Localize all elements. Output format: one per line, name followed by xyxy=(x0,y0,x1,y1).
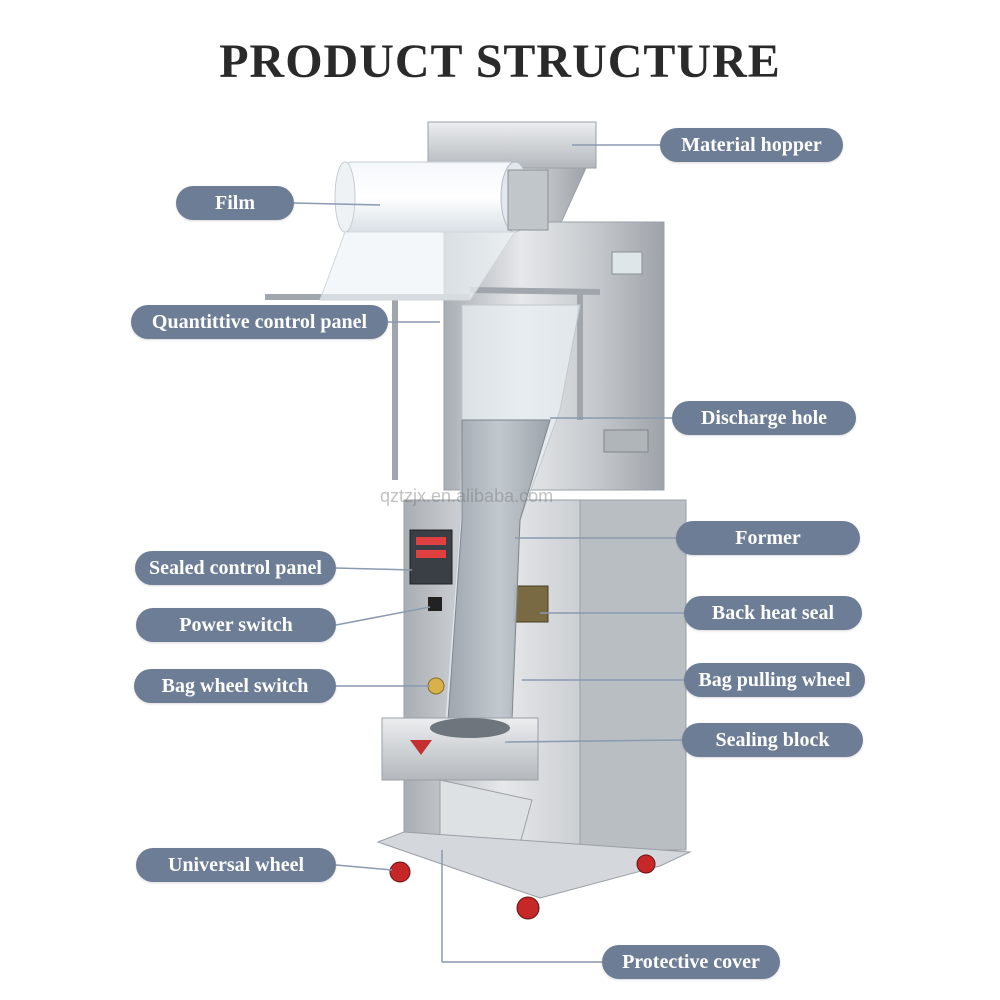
label-back-heat-seal: Back heat seal xyxy=(684,596,862,630)
base-frame-shape xyxy=(376,831,692,899)
label-protective-cover: Protective cover xyxy=(602,945,780,979)
sealing-block-shape xyxy=(381,717,539,781)
label-material-hopper: Material hopper xyxy=(660,128,843,162)
label-quantitative-control-panel: Quantittive control panel xyxy=(131,305,388,339)
label-bag-wheel-switch: Bag wheel switch xyxy=(134,669,336,703)
universal-wheel-shape xyxy=(389,854,656,920)
label-film: Film xyxy=(176,186,294,220)
watermark: qztzjx.en.alibaba.com xyxy=(380,486,554,506)
leader-lines xyxy=(293,144,684,963)
label-universal-wheel: Universal wheel xyxy=(136,848,336,882)
label-former: Former xyxy=(676,521,860,555)
label-sealed-control-panel: Sealed control panel xyxy=(135,551,336,585)
label-bag-pulling-wheel: Bag pulling wheel xyxy=(684,663,865,697)
label-power-switch: Power switch xyxy=(136,608,336,642)
label-sealing-block: Sealing block xyxy=(682,723,863,757)
film-roll-shape xyxy=(319,161,549,301)
label-discharge-hole: Discharge hole xyxy=(672,401,856,435)
page-title: PRODUCT STRUCTURE xyxy=(219,35,781,88)
